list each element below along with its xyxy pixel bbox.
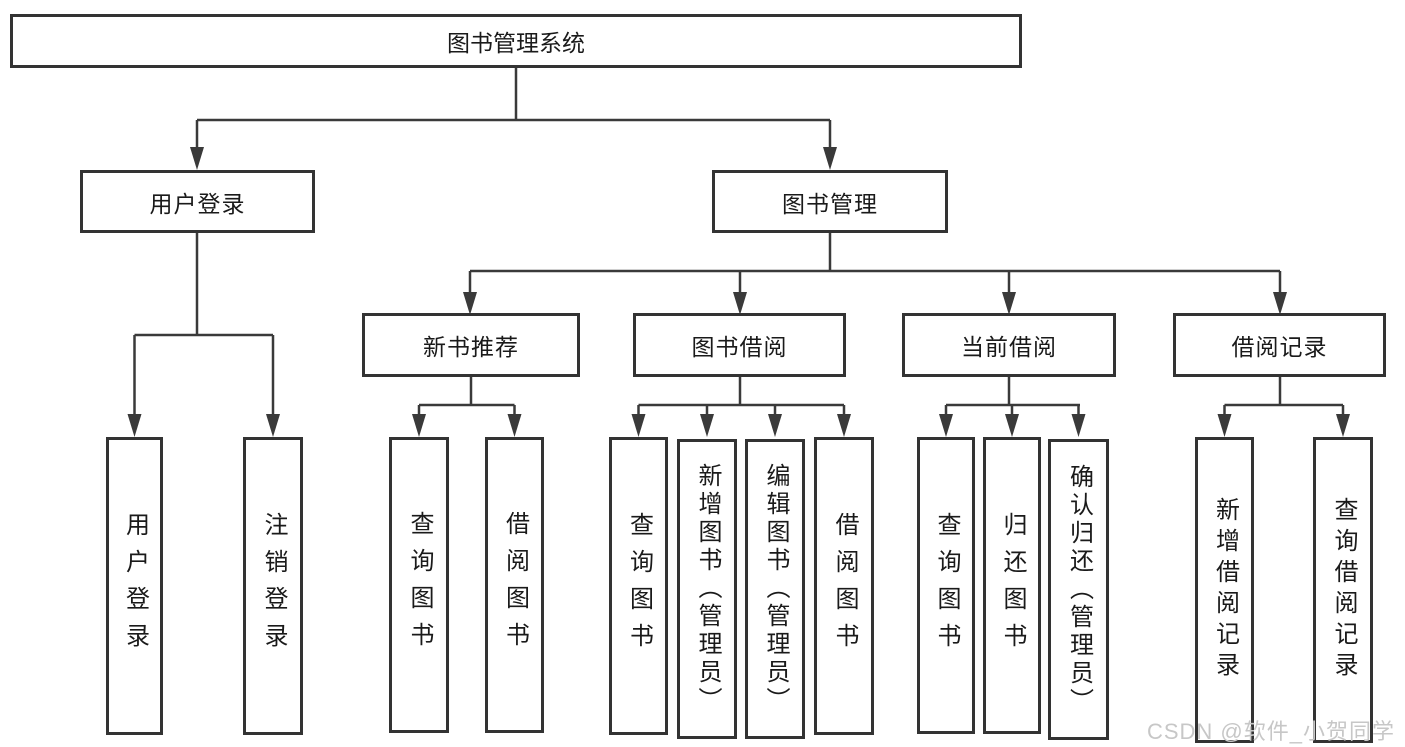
leaf-return-books: 归还图书 xyxy=(983,437,1041,734)
leaf-borrow-books-recommend: 借阅图书 xyxy=(485,437,544,733)
node-user-login: 用户登录 xyxy=(80,170,315,233)
leaf-query-books-current: 查询图书 xyxy=(917,437,975,734)
leaf-query-books-recommend: 查询图书 xyxy=(389,437,449,733)
leaf-add-borrow-record: 新增借阅记录 xyxy=(1195,437,1254,743)
leaf-logout-login: 注销登录 xyxy=(243,437,303,735)
node-current-borrowing: 当前借阅 xyxy=(902,313,1116,377)
arrowheads xyxy=(127,147,1350,437)
node-new-book-recommendation: 新书推荐 xyxy=(362,313,580,377)
leaf-confirm-return-admin: 确认归还（管理员） xyxy=(1048,439,1109,740)
leaf-query-borrow-record: 查询借阅记录 xyxy=(1313,437,1373,743)
leaf-add-book-admin: 新增图书（管理员） xyxy=(677,439,737,739)
leaf-borrow-books-borrowing: 借阅图书 xyxy=(814,437,874,735)
leaf-query-books-borrowing: 查询图书 xyxy=(609,437,668,735)
leaf-edit-book-admin: 编辑图书（管理员） xyxy=(745,439,805,739)
node-book-management: 图书管理 xyxy=(712,170,948,233)
node-borrowing-records: 借阅记录 xyxy=(1173,313,1386,377)
node-book-borrowing: 图书借阅 xyxy=(633,313,846,377)
csdn-watermark: CSDN @软件_小贺同学 xyxy=(1146,719,1395,744)
leaf-user-login: 用户登录 xyxy=(106,437,163,735)
node-root: 图书管理系统 xyxy=(10,14,1022,68)
